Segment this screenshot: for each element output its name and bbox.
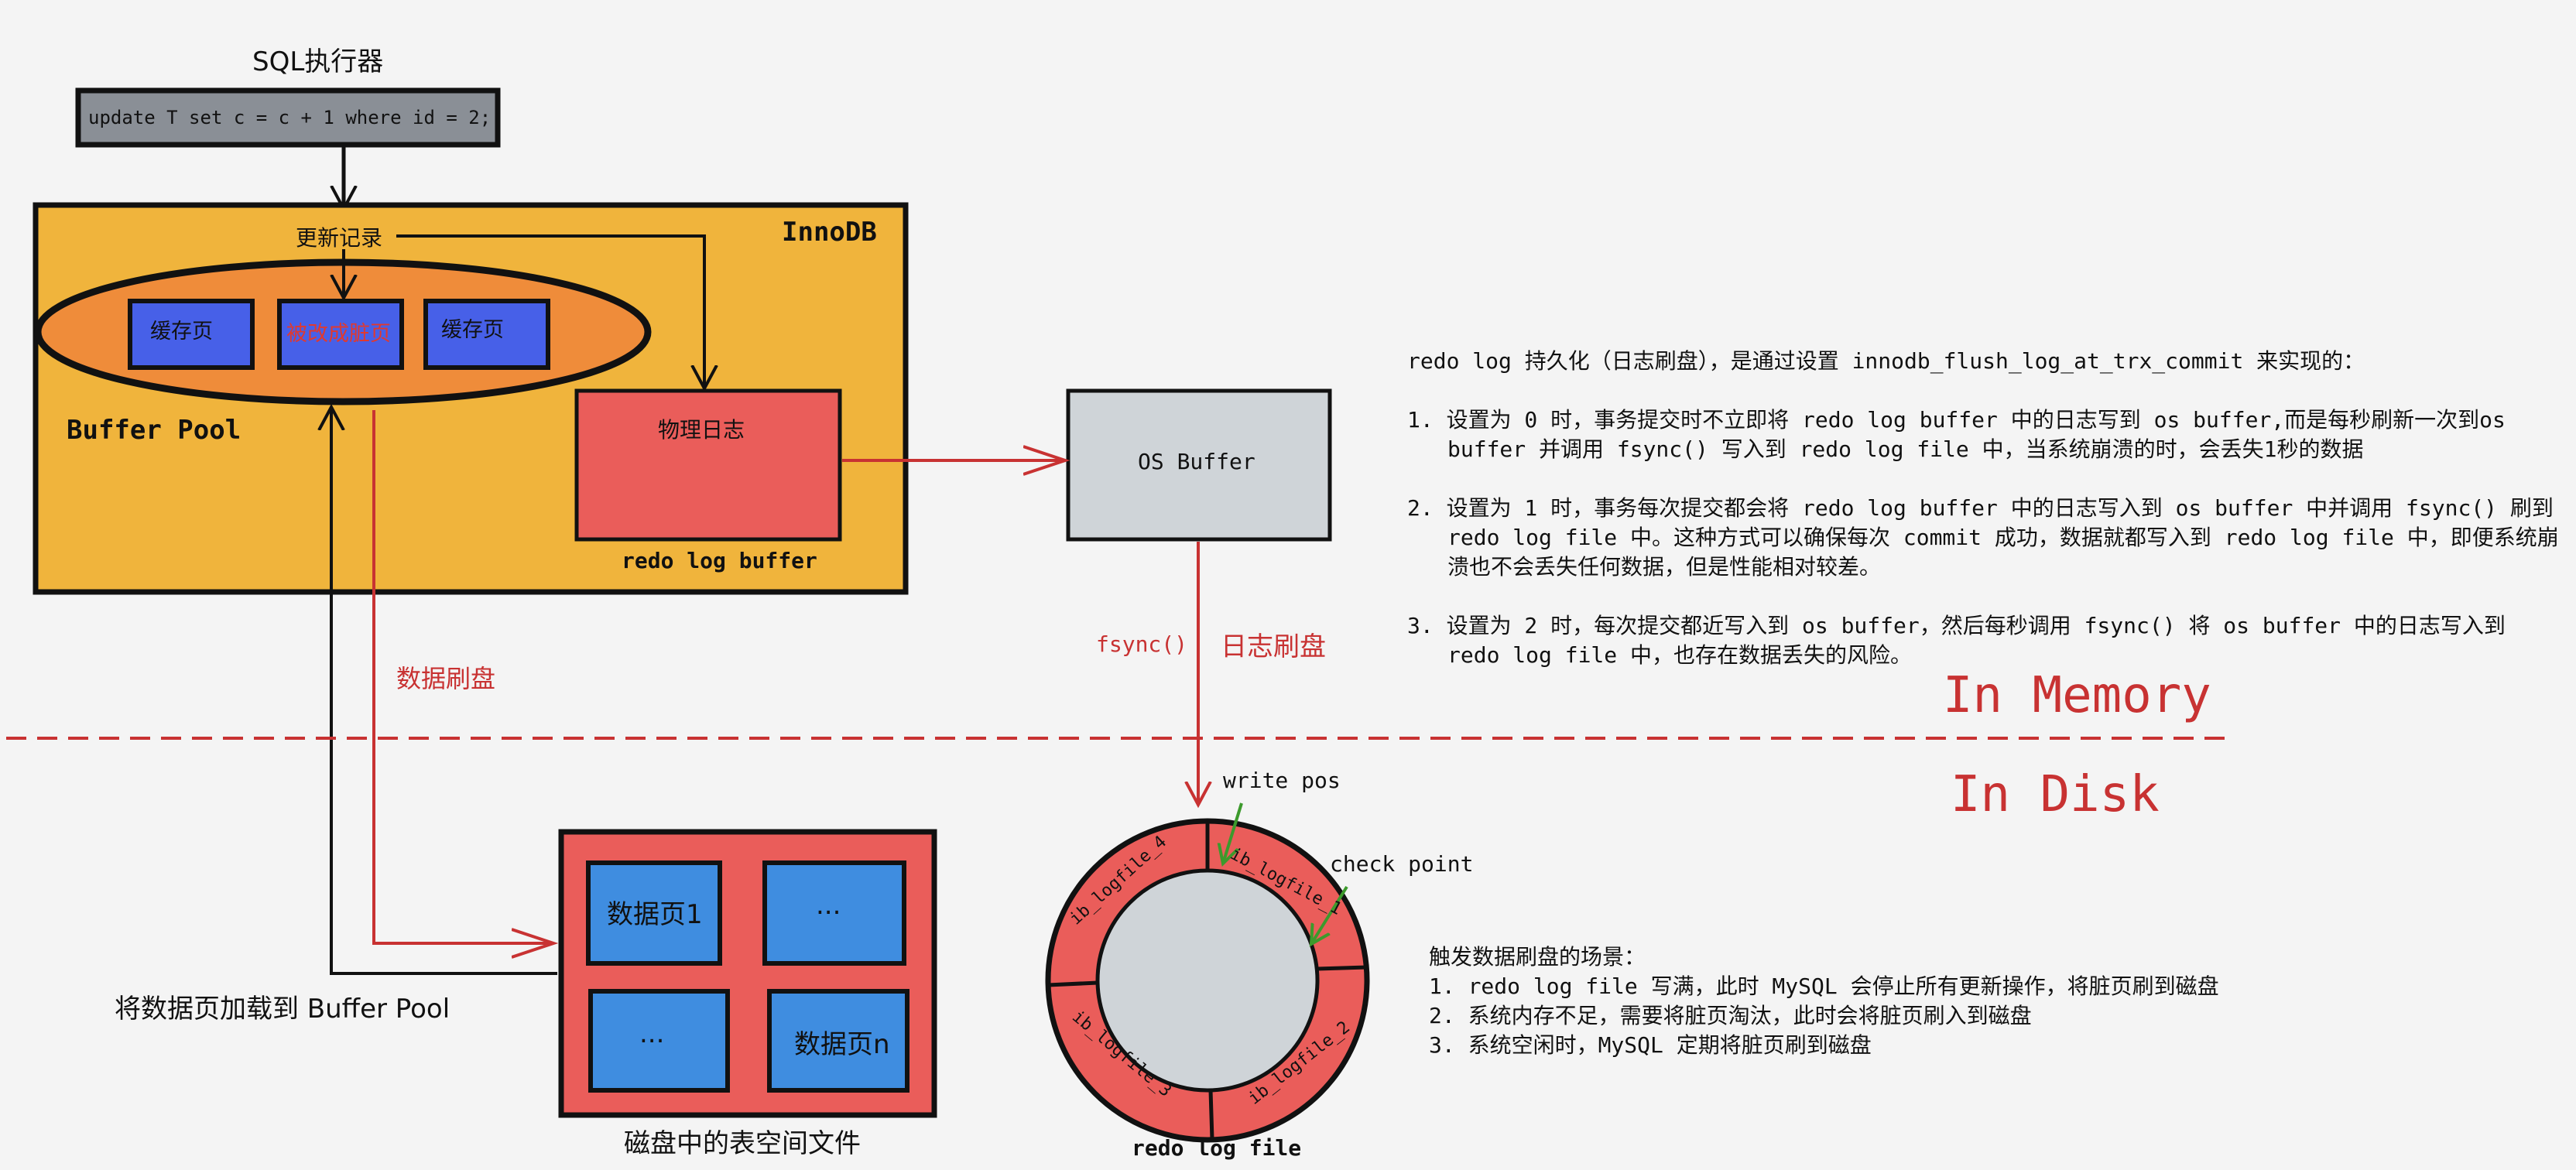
- disk-page-4-label: 数据页n: [794, 1029, 890, 1060]
- flush-scenario-1: 2. 系统内存不足，需要将脏页淘汰，此时会将脏页刷入到磁盘: [1429, 1003, 2032, 1028]
- disk-page-2-label: ...: [816, 890, 841, 921]
- sql-statement-box: [75, 87, 501, 148]
- os-buffer-box: [1066, 388, 1332, 542]
- flush-scenario-0: 1. redo log file 写满，此时 MySQL 会停止所有更新操作，将…: [1429, 973, 2219, 999]
- cache-page-1: [128, 299, 255, 370]
- sql-executor-title: SQL执行器: [252, 46, 384, 77]
- cache-page-2-label: 缓存页: [441, 318, 504, 342]
- cache-page-1-label: 缓存页: [150, 320, 213, 344]
- arrow-data-flush: [372, 410, 553, 943]
- disk-page-4: [767, 989, 909, 1093]
- flush-scenarios-note: 触发数据刷盘的场景： 1. redo log file 写满，此时 MySQL …: [1429, 942, 2559, 1060]
- persistence-item-1: 2. 设置为 1 时，事务每次提交都会将 redo log buffer 中的日…: [1407, 495, 2559, 580]
- update-record-label: 更新记录: [296, 225, 383, 251]
- persistence-item-0: 1. 设置为 0 时，事务提交时不立即将 redo log buffer 中的日…: [1407, 407, 2506, 462]
- redo-log-file-ring: [1045, 818, 1370, 1143]
- in-memory-label: In Memory: [1943, 667, 2211, 724]
- os-buffer-label: OS Buffer: [1138, 449, 1255, 474]
- flush-scenarios-title: 触发数据刷盘的场景：: [1429, 944, 1646, 970]
- data-flush-label: 数据刷盘: [396, 664, 496, 693]
- fsync-label: fsync(): [1096, 631, 1188, 657]
- disk-page-1: [586, 860, 722, 966]
- disk-page-2: [762, 860, 906, 966]
- flush-scenario-2: 3. 系统空闲时，MySQL 定期将脏页刷到磁盘: [1429, 1032, 1872, 1058]
- persistence-intro: redo log 持久化（日志刷盘），是通过设置 innodb_flush_lo…: [1407, 348, 2365, 374]
- redo-log-file-caption: redo log file: [1132, 1135, 1302, 1161]
- dirty-page: [277, 299, 404, 370]
- arrow-update-to-redo: [396, 234, 704, 388]
- tablespace-caption: 磁盘中的表空间文件: [624, 1128, 861, 1159]
- cache-page-2: [423, 299, 550, 370]
- disk-page-3-label: ...: [639, 1018, 665, 1049]
- redo-log-buffer-box: [574, 388, 842, 542]
- buffer-pool-label: Buffer Pool: [67, 415, 242, 446]
- write-pos-label: write pos: [1223, 768, 1341, 793]
- arrow-load-pages: [331, 407, 557, 975]
- write-pos-arrow: [1223, 802, 1243, 864]
- log-flush-label: 日志刷盘: [1221, 631, 1326, 662]
- check-point-arrow: [1311, 885, 1348, 944]
- innodb-title: InnoDB: [782, 217, 877, 248]
- disk-page-3: [588, 989, 730, 1093]
- persistence-note: redo log 持久化（日志刷盘），是通过设置 innodb_flush_lo…: [1407, 347, 2568, 700]
- dirty-page-label: 被改成脏页: [286, 322, 391, 346]
- redo-log-buffer-caption: redo log buffer: [622, 548, 817, 573]
- persistence-item-2: 3. 设置为 2 时，每次提交都近写入到 os buffer，然后每秒调用 fs…: [1407, 613, 2506, 668]
- physical-log-label: 物理日志: [658, 417, 745, 443]
- in-disk-label: In Disk: [1951, 766, 2160, 823]
- sql-statement-text: update T set c = c + 1 where id = 2;: [88, 107, 492, 128]
- check-point-label: check point: [1330, 851, 1474, 877]
- disk-page-1-label: 数据页1: [607, 899, 703, 930]
- load-pages-label: 将数据页加载到 Buffer Pool: [115, 994, 450, 1025]
